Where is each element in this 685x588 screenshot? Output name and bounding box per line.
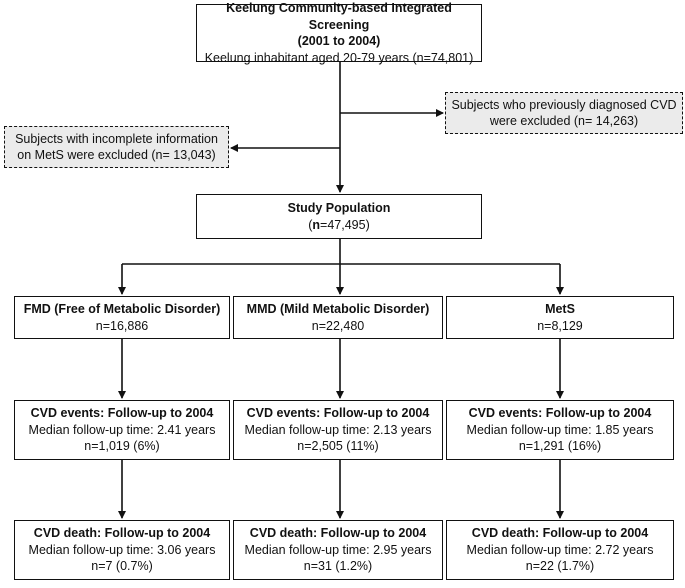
- events-mets-median: Median follow-up time: 1.85 years: [466, 422, 654, 437]
- excluded-cvd-line1: Subjects who previously diagnosed CVD: [451, 97, 677, 112]
- excluded-cvd-box: Subjects who previously diagnosed CVD we…: [445, 92, 683, 134]
- group-fmd-n: n=16,886: [95, 318, 149, 333]
- death-mmd-title: CVD death: Follow-up to 2004: [249, 526, 427, 541]
- screening-title-line1: Keelung Community-based Integrated Scree…: [226, 1, 452, 32]
- death-mmd-median: Median follow-up time: 2.95 years: [244, 542, 432, 557]
- events-fmd-title: CVD events: Follow-up to 2004: [30, 406, 214, 421]
- events-mmd-median: Median follow-up time: 2.13 years: [244, 422, 432, 437]
- events-mmd-box: CVD events: Follow-up to 2004 Median fol…: [233, 400, 443, 460]
- events-mets-n: n=1,291 (16%): [518, 439, 602, 454]
- screening-title-line2: (2001 to 2004): [297, 34, 381, 48]
- excluded-mets-box: Subjects with incomplete information on …: [4, 126, 229, 168]
- events-fmd-box: CVD events: Follow-up to 2004 Median fol…: [14, 400, 230, 460]
- study-count: (n=47,495): [308, 217, 370, 234]
- excluded-mets-line2: on MetS were excluded (n= 13,043): [17, 148, 216, 162]
- group-mmd-n: n=22,480: [311, 318, 365, 333]
- group-mmd-box: MMD (Mild Metabolic Disorder) n=22,480: [233, 296, 443, 339]
- death-mets-n: n=22 (1.7%): [525, 559, 595, 574]
- excluded-mets-line1: Subjects with incomplete information: [15, 131, 218, 146]
- death-fmd-box: CVD death: Follow-up to 2004 Median foll…: [14, 520, 230, 580]
- group-mmd-title: MMD (Mild Metabolic Disorder): [246, 302, 430, 316]
- events-mmd-title: CVD events: Follow-up to 2004: [246, 406, 430, 421]
- group-fmd-title: FMD (Free of Metabolic Disorder): [23, 302, 221, 316]
- death-fmd-median: Median follow-up time: 3.06 years: [28, 542, 216, 557]
- death-mmd-box: CVD death: Follow-up to 2004 Median foll…: [233, 520, 443, 580]
- group-mets-title: MetS: [545, 302, 575, 316]
- study-paren-open: (: [308, 217, 313, 232]
- events-mets-title: CVD events: Follow-up to 2004: [468, 406, 652, 421]
- events-fmd-median: Median follow-up time: 2.41 years: [28, 422, 216, 437]
- group-fmd-box: FMD (Free of Metabolic Disorder) n=16,88…: [14, 296, 230, 339]
- death-mets-title: CVD death: Follow-up to 2004: [471, 526, 649, 541]
- death-fmd-title: CVD death: Follow-up to 2004: [33, 526, 211, 541]
- death-mets-box: CVD death: Follow-up to 2004 Median foll…: [446, 520, 674, 580]
- excluded-cvd-line2: were excluded (n= 14,263): [489, 114, 639, 128]
- group-mets-box: MetS n=8,129: [446, 296, 674, 339]
- study-population-box: Study Population (n=47,495): [196, 194, 482, 239]
- events-fmd-n: n=1,019 (6%): [84, 439, 160, 454]
- study-n-prefix: n: [312, 217, 321, 232]
- study-n-value: =47,495: [320, 217, 366, 232]
- death-fmd-n: n=7 (0.7%): [91, 559, 153, 574]
- events-mmd-n: n=2,505 (11%): [297, 439, 379, 454]
- death-mmd-n: n=31 (1.2%): [303, 559, 373, 574]
- screening-box: Keelung Community-based Integrated Scree…: [196, 1, 482, 65]
- death-mets-median: Median follow-up time: 2.72 years: [466, 542, 654, 557]
- events-mets-box: CVD events: Follow-up to 2004 Median fol…: [446, 400, 674, 460]
- screening-subtitle: Keelung inhabitant aged 20-79 years (n=7…: [204, 50, 474, 65]
- study-title: Study Population: [287, 201, 391, 215]
- study-paren-close: ): [365, 217, 370, 232]
- group-mets-n: n=8,129: [537, 318, 583, 333]
